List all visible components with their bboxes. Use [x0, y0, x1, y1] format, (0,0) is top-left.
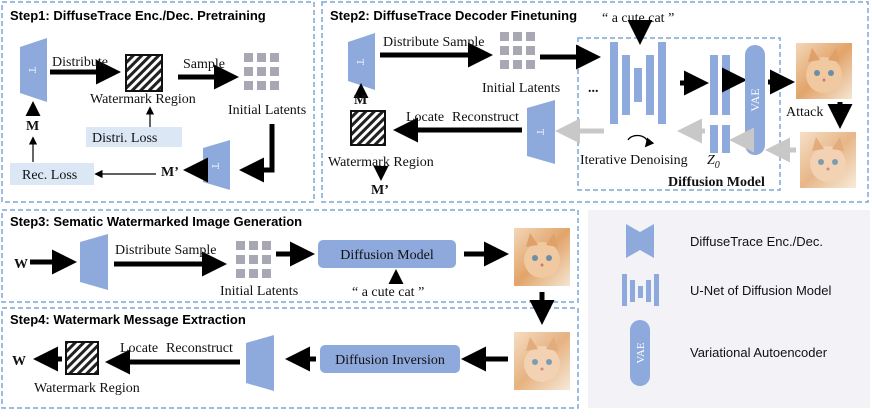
step2-reconstruct-label: Reconstruct [452, 110, 519, 125]
step2-inverse-z-shape [710, 125, 730, 153]
step4-decoder-shape [246, 335, 274, 391]
step4-watermark-region-label: Watermark Region [34, 381, 140, 396]
step1-distri-loss-label: Distri. Loss [92, 131, 157, 146]
step3-initial-latents-label: Initial Latents [220, 284, 298, 299]
step2-prompt: “ a cute cat ” [602, 11, 674, 26]
step2-cat-image-clean [796, 43, 852, 99]
step2-watermark-region-icon [350, 110, 386, 146]
step2-vae-label: VAE [748, 88, 762, 111]
step1-sample-label: Sample [183, 57, 225, 72]
step4-reconstruct-label: Reconstruct [166, 341, 233, 356]
step2-encoder-shape [348, 33, 375, 90]
step2-z0-label: Z0 [707, 153, 720, 171]
step3-distribute-sample-label: Distribute Sample [115, 243, 217, 258]
diffusion-model-region [577, 37, 781, 191]
step4-diffusion-inversion-label: Diffusion Inversion [335, 353, 445, 368]
step1-rec-loss-box [10, 163, 94, 185]
step1-title: Step1: DiffuseTrace Enc./Dec. Pretrainin… [10, 8, 266, 23]
step2-z0-shape [710, 55, 730, 115]
step3-prompt: “ a cute cat ” [352, 285, 424, 300]
step1-initial-latents-grid [244, 53, 279, 90]
step1-watermark-region-label: Watermark Region [90, 92, 196, 107]
step2-input-m: M [354, 93, 367, 108]
step1-panel [1, 1, 315, 203]
step1-rec-loss-label: Rec. Loss [22, 168, 77, 183]
step2-iterative-loop-icon [627, 134, 655, 148]
step4-watermark-region-icon [65, 341, 99, 375]
step2-output-m: M’ [371, 183, 389, 198]
step3-input-w: W [14, 257, 28, 272]
legend-encdec-label: DiffuseTrace Enc./Dec. [690, 234, 823, 249]
step2-watermark-region-label: Watermark Region [328, 155, 434, 170]
legend-vae-letter: VAE [635, 342, 647, 363]
step1-decoder-letter: T [209, 163, 220, 169]
step2-attack-label: Attack [786, 105, 823, 120]
step3-initial-latents-grid [236, 241, 271, 278]
step3-encoder-shape [80, 234, 108, 290]
step2-initial-latents-label: Initial Latents [482, 81, 560, 96]
legend-vae-label: Variational Autoencoder [690, 345, 828, 360]
step1-distribute-label: Distribute [52, 55, 108, 70]
step2-cat-image-attacked [800, 132, 856, 188]
step3-watermarked-cat-image [514, 228, 570, 286]
legend-encdec-icon [626, 224, 654, 258]
step3-diffusion-model-label: Diffusion Model [340, 248, 434, 263]
step3-panel [1, 209, 579, 303]
step1-output-m: M’ [161, 165, 179, 180]
step2-locate-label: Locate [406, 110, 444, 125]
step4-cat-image [514, 332, 570, 390]
step1-initial-latents-label: Initial Latents [228, 103, 306, 118]
step2-initial-latents-grid [500, 32, 535, 69]
step1-distri-loss-box [86, 127, 182, 147]
step4-locate-label: Locate [120, 341, 158, 356]
step1-decoder-shape [203, 140, 230, 190]
step4-output-w: W [12, 354, 26, 369]
step2-ellipsis: ... [588, 81, 599, 96]
step4-panel [1, 307, 579, 409]
step2-unet-shape [610, 42, 666, 124]
step4-diffusion-inversion-box [320, 345, 460, 373]
step2-decoder-shape [527, 100, 555, 164]
step1-encoder-letter: T [26, 67, 37, 73]
step2-z0-subscript: 0 [715, 160, 720, 171]
step2-diffusion-model-label: Diffusion Model [668, 175, 765, 190]
step1-latents-to-decoder-arrow [239, 124, 275, 183]
step2-iterative-denoising-label: Iterative Denoising [580, 153, 688, 168]
step3-title: Step3: Sematic Watermarked Image Generat… [10, 214, 302, 229]
step2-distribute-sample-label: Distribute Sample [383, 35, 485, 50]
step2-panel [321, 1, 869, 203]
legend-unet-icon [622, 274, 659, 306]
step2-encoder-letter: T [354, 59, 365, 65]
step2-decoder-letter: T [534, 129, 545, 135]
legend-unet-label: U-Net of Diffusion Model [690, 283, 831, 298]
legend-vae-icon [630, 320, 650, 386]
step1-watermark-region-icon [125, 54, 163, 92]
step1-input-m: M [26, 119, 39, 134]
step1-encoder-shape [20, 38, 47, 102]
step3-diffusion-model-box [318, 240, 456, 268]
step2-title: Step2: DiffuseTrace Decoder Finetuning [330, 8, 577, 23]
step4-title: Step4: Watermark Message Extraction [10, 312, 246, 327]
